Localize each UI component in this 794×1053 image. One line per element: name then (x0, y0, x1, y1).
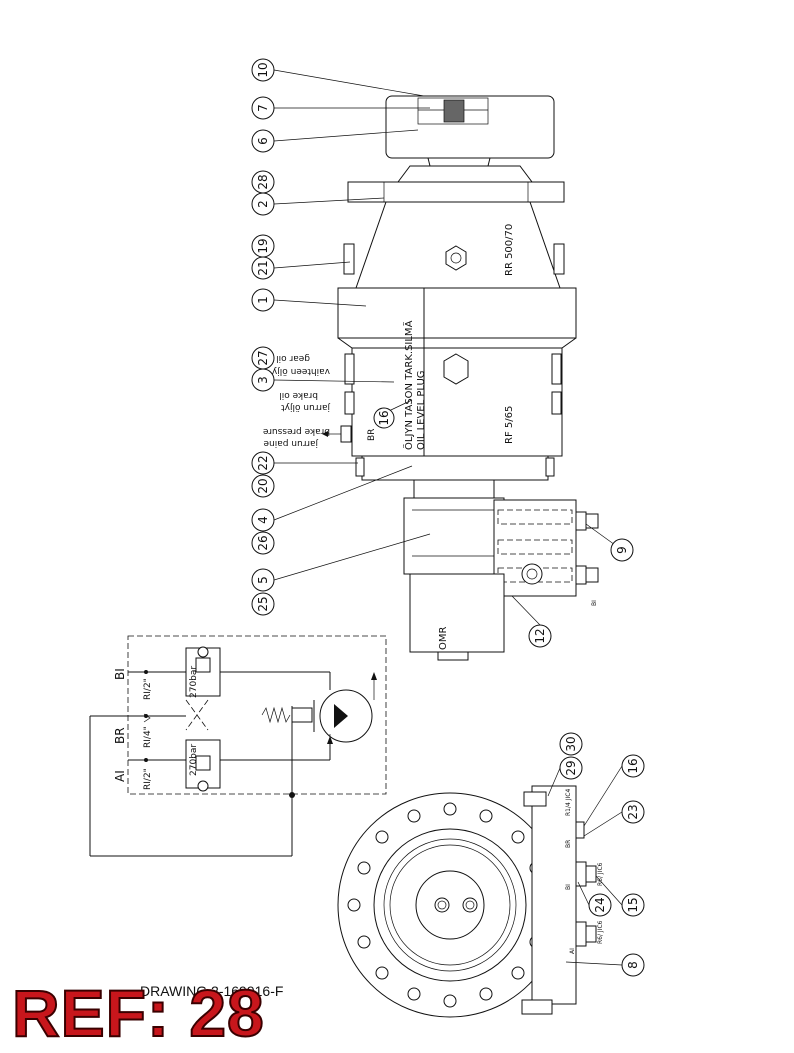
schem-port-ai: AI (113, 770, 127, 782)
balloons: 10 7 6 28 2 19 21 1 27 3 16 22 20 4 26 5… (251, 58, 645, 977)
end-port-ai: AI (569, 948, 576, 954)
drawing-number: DRAWING 2-169916-F (140, 983, 284, 999)
valve-block (493, 499, 577, 597)
motor-label: OMR (438, 627, 449, 650)
brake-pressure-fi-label: jarrun paine (263, 438, 319, 448)
transition-cone (397, 165, 533, 183)
balloon-23: 23 (626, 804, 640, 819)
plug-right-1 (551, 353, 562, 385)
balloon-16: 16 (377, 410, 391, 425)
valve-fitting-a (575, 511, 587, 531)
balloon-19: 19 (256, 238, 270, 253)
bolt-right (553, 243, 565, 275)
end-fitting-br (575, 821, 585, 839)
balloon-4: 4 (256, 516, 270, 524)
balloon-6: 6 (256, 137, 270, 145)
brake-port-fitting (340, 425, 352, 443)
plug-left-2 (344, 391, 355, 415)
hydraulic-schematic: BI BR AI RI/2" RI/4" RI/2" 270bar 270bar (89, 635, 387, 857)
balloon-7: 7 (256, 104, 270, 112)
valve-fitting-b (575, 565, 587, 585)
side-port-bi-label: BI (591, 600, 598, 606)
hydraulic-motor (409, 573, 505, 653)
reference-stamp: REF: 28 (11, 976, 265, 1050)
end-port-bi: BI (565, 884, 572, 890)
motor-adaptor (413, 479, 495, 499)
relief-valve-cap (521, 563, 543, 585)
schem-port-br: BR (113, 727, 127, 744)
seal-section (443, 99, 465, 123)
gearbox-cone (355, 201, 561, 289)
balloon-20: 20 (256, 478, 270, 493)
balloon-30: 30 (564, 736, 578, 751)
schem-thread-br: RI/4" (143, 726, 153, 748)
end-cap (385, 95, 555, 159)
schem-thread-ai: RI/2" (143, 768, 153, 790)
end-fit-bi-label: R6/ JIC6 (597, 862, 604, 886)
balloon-12: 12 (533, 628, 547, 643)
side-port-br-label: BR (367, 429, 377, 441)
relief-bottom-pressure: 270bar (189, 744, 199, 776)
end-view: BR BI AI R1/4 JIC4 R6/ JIC6 R6/ JIC6 (337, 765, 623, 1018)
bolt-left (343, 243, 355, 275)
brake-pressure-en-label: brake pressure (262, 426, 330, 436)
end-valve-block (531, 785, 577, 1005)
flange-bolt-holes (347, 802, 553, 1008)
balloon-1: 1 (256, 296, 270, 304)
rf-model-label: RF 5/65 (504, 406, 515, 444)
inner-ring (373, 828, 527, 982)
balloon-28: 28 (256, 174, 270, 189)
center-plug-hex (443, 353, 469, 385)
brake-oil-en-label: brake oil (279, 390, 318, 400)
balloon-25: 25 (256, 596, 270, 611)
balloon-22: 22 (256, 455, 270, 470)
balloon-10: 10 (256, 62, 270, 77)
rr-model-label: RR 500/70 (504, 224, 515, 276)
plug-left-1 (344, 353, 355, 385)
leader-lines (273, 69, 623, 626)
outer-flange-circle (337, 792, 563, 1018)
balloon-29: 29 (564, 760, 578, 775)
oil-level-plug-hex (445, 245, 467, 271)
bearing-section (417, 97, 489, 125)
end-fitting-bi (575, 861, 587, 887)
balloon-24: 24 (593, 897, 607, 912)
end-fit-ai-label: R6/ JIC6 (597, 920, 604, 944)
balloon-8: 8 (626, 961, 640, 969)
balloon-3: 3 (256, 376, 270, 384)
end-port-br: BR (565, 840, 572, 848)
lower-flange (361, 455, 549, 481)
motor-symbol (319, 689, 373, 743)
balloon-15: 15 (626, 897, 640, 912)
gear-oil-en-label: gear oil (276, 353, 310, 363)
brake-symbol (291, 707, 313, 723)
balloon-16-end: 16 (626, 758, 640, 773)
balloon-27: 27 (256, 350, 270, 365)
adaptor-body (403, 497, 505, 575)
end-fitting-ai (575, 921, 587, 947)
relief-top-pressure: 270bar (189, 666, 199, 698)
oil-level-fi-label: ÖLJYN TASON TARK.SILMÄ (402, 320, 415, 450)
brake-oil-fi-label: jarrun öljyt (281, 402, 331, 412)
schem-thread-bi: RI/2" (143, 678, 153, 700)
gear-oil-fi-label: vaihteen öljy (271, 366, 330, 376)
end-fit-br-label: R1/4 JIC4 (565, 789, 572, 816)
side-view: RR 500/70 RF 5/65 ÖLJYN TASON TARK.SILMÄ… (262, 69, 623, 661)
brake-housing (337, 287, 577, 339)
output-neck (427, 157, 491, 167)
balloon-2: 2 (256, 200, 270, 208)
mounting-flange (347, 181, 565, 203)
balloon-26: 26 (256, 535, 270, 550)
shaft-circle (415, 870, 485, 940)
schematic-boundary (127, 635, 387, 795)
oil-level-en-label: OIL LEVEL PLUG (416, 370, 427, 450)
brake-spring (261, 706, 291, 724)
balloon-21: 21 (256, 260, 270, 275)
balloon-9: 9 (615, 546, 629, 554)
schem-port-bi: BI (113, 668, 127, 680)
balloon-5: 5 (256, 576, 270, 584)
plug-right-2 (551, 391, 562, 415)
